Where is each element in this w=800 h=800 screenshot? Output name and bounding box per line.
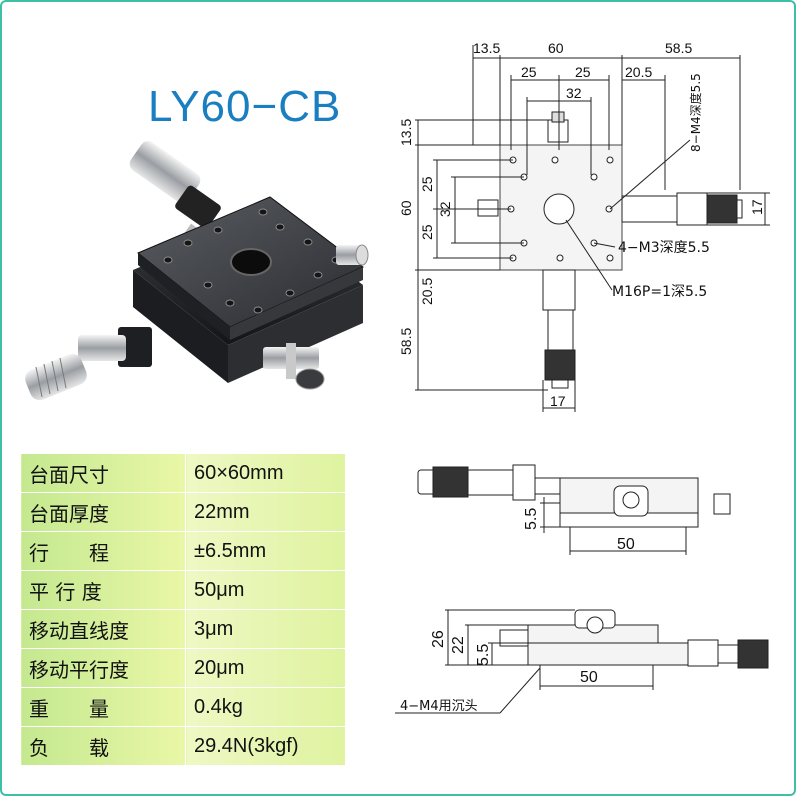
spec-row: 台面厚度 22mm (20, 492, 346, 532)
lock-knob-front (263, 343, 325, 390)
dim-13-5-left: 13.5 (398, 119, 414, 146)
spec-value: 0.4kg (185, 687, 346, 727)
front-dim-50: 50 (617, 536, 635, 553)
spec-label: 台面厚度 (20, 492, 186, 532)
side-dim-26: 26 (430, 630, 447, 648)
note-m4: 8−M4深度5.5 (688, 73, 703, 152)
spec-row: 负 载 29.4N(3kgf) (20, 726, 346, 766)
front-dim-5-5: 5.5 (523, 508, 540, 530)
spec-label: 移动平行度 (20, 648, 186, 688)
note-m3: 4−M3深度5.5 (618, 240, 710, 256)
spec-label: 负 载 (20, 726, 186, 766)
note-m16: M16P=1深5.5 (612, 284, 707, 300)
dim-17-right: 17 (749, 199, 765, 215)
spec-value: 20μm (185, 648, 346, 688)
spec-value: 29.4N(3kgf) (185, 726, 346, 766)
spec-label: 重 量 (20, 687, 186, 727)
spec-value: 3μm (185, 609, 346, 649)
spec-row: 重 量 0.4kg (20, 687, 346, 727)
dim-20-5-left: 20.5 (419, 278, 435, 305)
dim-58-5-left: 58.5 (398, 328, 414, 355)
spec-row: 台面尺寸 60×60mm (20, 453, 346, 493)
dim-32-top: 32 (566, 85, 582, 101)
side-dim-5-5: 5.5 (475, 644, 492, 666)
dim-13-5-top: 13.5 (473, 40, 500, 56)
spec-label: 平 行 度 (20, 570, 186, 610)
dim-25-a: 25 (521, 64, 537, 80)
dim-58-5-top: 58.5 (665, 40, 692, 56)
spec-row: 移动直线度 3μm (20, 609, 346, 649)
lock-knob-right (336, 244, 369, 266)
spec-label: 移动直线度 (20, 609, 186, 649)
spec-value: 22mm (185, 492, 346, 532)
dim-20-5-top: 20.5 (625, 64, 652, 80)
model-title: LY60−CB (148, 82, 342, 131)
spec-row: 移动平行度 20μm (20, 648, 346, 688)
dim-25-b: 25 (575, 64, 591, 80)
spec-value: ±6.5mm (185, 531, 346, 571)
spec-row: 平 行 度 50μm (20, 570, 346, 610)
dim-32-left: 32 (437, 201, 453, 217)
product-photo (25, 141, 369, 401)
dim-25-l2: 25 (419, 224, 435, 240)
dim-17-bottom: 17 (550, 393, 566, 409)
side-dim-50: 50 (580, 669, 598, 686)
dim-60-left: 60 (398, 200, 414, 216)
spec-value: 60×60mm (185, 453, 346, 493)
spec-table: 台面尺寸 60×60mm 台面厚度 22mm 行 程 ±6.5mm 平 行 度 … (20, 453, 346, 766)
spec-label: 台面尺寸 (20, 453, 186, 493)
side-dim-22: 22 (450, 636, 467, 654)
dim-60-top: 60 (548, 40, 564, 56)
dim-25-l1: 25 (419, 176, 435, 192)
spec-value: 50μm (185, 570, 346, 610)
micrometer-x (25, 327, 152, 401)
side-note-m4: 4−M4用沉头 (400, 699, 478, 714)
spec-row: 行 程 ±6.5mm (20, 531, 346, 571)
spec-label: 行 程 (20, 531, 186, 571)
